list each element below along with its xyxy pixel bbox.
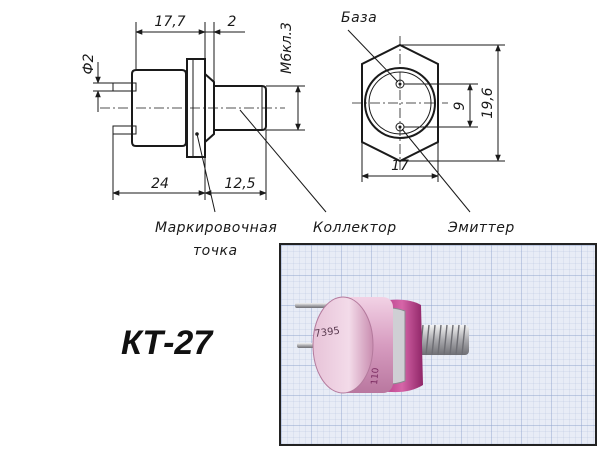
leader-marking	[196, 133, 216, 213]
dim-thread: M6кл.3	[279, 22, 295, 74]
leader-base	[347, 29, 399, 83]
side-view: 17,7 2 24 12,5 Ф2 M6кл.3	[81, 14, 327, 213]
dim-2: 2	[228, 14, 237, 30]
dim-9: 9	[452, 101, 468, 110]
part-title: КТ-27	[121, 324, 214, 362]
photo-marking-2: 110	[370, 367, 381, 385]
photo-thread	[411, 324, 469, 356]
photo-cap	[312, 296, 374, 394]
photo-marking-1: 7395	[314, 326, 341, 340]
dim-19-6: 19,6	[480, 87, 496, 118]
dim-17-7: 17,7	[154, 14, 185, 30]
leader-collector	[239, 109, 327, 213]
label-marking-dot-2: точка	[193, 243, 238, 259]
label-emitter: Эмиттер	[447, 220, 515, 236]
body-cap	[131, 69, 187, 147]
dim-12-5: 12,5	[224, 176, 255, 192]
label-base: База	[341, 10, 377, 26]
pin-lower	[112, 125, 137, 135]
leader-emitter	[401, 128, 471, 213]
dim-24: 24	[151, 176, 169, 192]
label-marking-dot: Маркировочная	[155, 220, 277, 236]
transistor-photo: 7395 110	[279, 243, 597, 446]
hex-nut	[204, 71, 215, 145]
pin-upper	[112, 82, 137, 92]
dim-17: 17	[391, 158, 409, 174]
front-view: 17 9 19,6	[347, 29, 505, 213]
label-collector: Коллектор	[313, 220, 397, 236]
dim-pin-diameter: Ф2	[81, 53, 97, 74]
